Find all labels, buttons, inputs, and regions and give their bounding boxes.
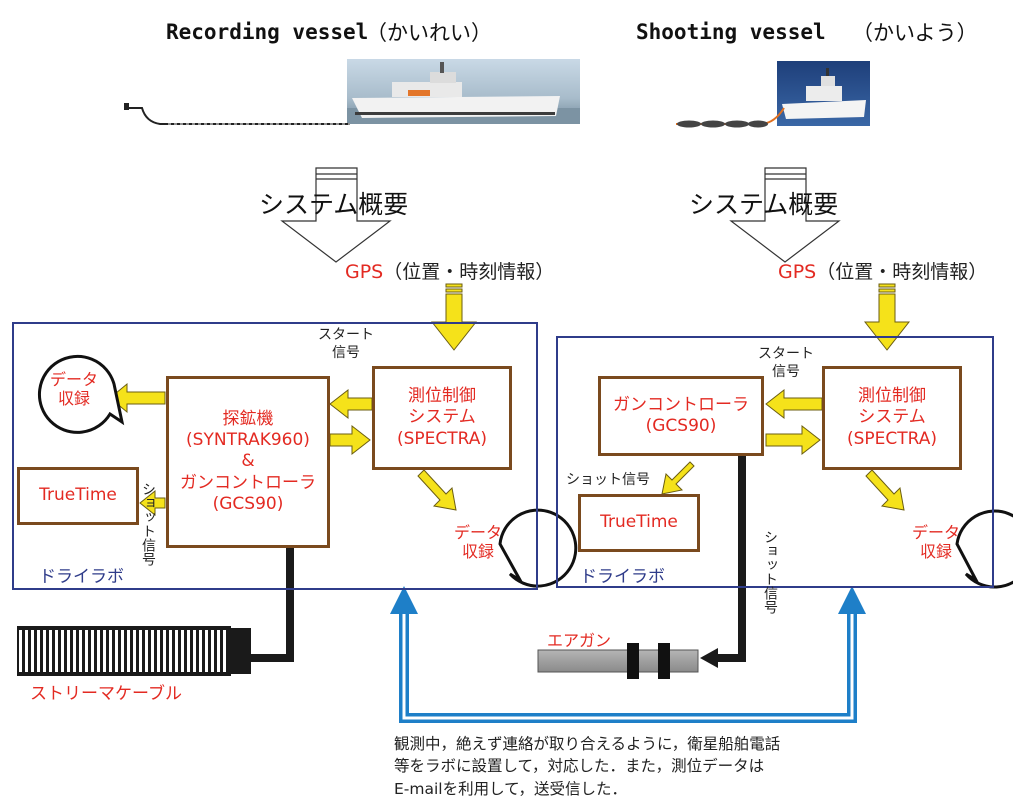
arrow-spectra-to-gun [765, 388, 823, 420]
overview-arrow-right [729, 167, 841, 263]
streamer-stripe [211, 630, 214, 672]
streamer-tow-line [124, 103, 350, 125]
streamer-stripe [25, 630, 28, 672]
arrow-spectra-to-data [417, 469, 457, 511]
shooting-vessel-photo [777, 61, 870, 126]
streamer-stripe [121, 630, 124, 672]
data-bubble-mid: データ 収録 [454, 523, 503, 562]
gps-text: GPS [778, 261, 817, 283]
streamer-stripe [91, 630, 94, 672]
airgun-label: エアガン [547, 631, 612, 650]
airgun-tow-array [676, 107, 785, 128]
start-signal-right: スタート 信号 [758, 346, 814, 381]
arrow-gun-to-spectra [765, 424, 821, 456]
truetime-box-left: TrueTime [17, 467, 139, 525]
communication-link [390, 586, 866, 723]
overview-header-left: システム概要 [259, 190, 409, 219]
drylab-left-label: ドライラボ [39, 567, 124, 587]
streamer-stripe [205, 630, 208, 672]
streamer-stripe [163, 630, 166, 672]
streamer-stripe [139, 630, 142, 672]
streamer-stripe [109, 630, 112, 672]
streamer-stripe [151, 630, 154, 672]
streamer-stripe [133, 630, 136, 672]
recording-vessel-title: Recording vessel [166, 20, 369, 44]
streamer-stripe [67, 630, 70, 672]
streamer-stripe [31, 630, 34, 672]
streamer-stripe [103, 630, 106, 672]
airgun-graphic [537, 643, 699, 679]
arrow-main-to-truetime [139, 489, 166, 517]
arrow-spectra-to-main [329, 388, 373, 420]
shot-signal-vertical: ショット信号 [762, 530, 778, 614]
streamer-stripe [223, 630, 226, 672]
overview-arrow-left [280, 167, 392, 263]
data-bubble-left-shape [38, 354, 125, 434]
gps-label-left: GPS（位置・時刻情報） [345, 257, 554, 284]
streamer-stripe [157, 630, 160, 672]
drylab-right-label: ドライラボ [580, 567, 665, 587]
data-bubble-left: データ 収録 [50, 370, 99, 409]
spectra-box-right: 測位制御 システム (SPECTRA) [822, 366, 962, 470]
communication-note: 観測中，絶えず連絡が取り合えるように，衛星船舶電話 等をラボに設置して，対応した… [394, 735, 781, 798]
gun-controller-box: ガンコントローラ (GCS90) [598, 376, 764, 456]
streamer-label: ストリーマケーブル [30, 684, 182, 704]
streamer-stripe [19, 630, 22, 672]
streamer-stripe [97, 630, 100, 672]
streamer-stripe [193, 630, 196, 672]
shot-signal-cable-line [700, 456, 746, 668]
streamer-stripe [169, 630, 172, 672]
syntrak-gcs-box: 探鉱機 (SYNTRAK960) & ガンコントローラ (GCS90) [166, 376, 330, 548]
streamer-stripe [217, 630, 220, 672]
streamer-stripe [49, 630, 52, 672]
data-bubble-right: データ 収録 [912, 523, 961, 562]
shot-signal-left: ショット信号 [140, 482, 156, 566]
arrow-main-to-spectra [329, 424, 371, 456]
shooting-vessel-title: Shooting vessel [636, 20, 826, 44]
shot-signal-right: ショット信号 [566, 472, 650, 488]
streamer-stripe [115, 630, 118, 672]
streamer-stripe [43, 630, 46, 672]
streamer-stripe [127, 630, 130, 672]
drylab-right [556, 336, 994, 588]
shooting-vessel-name: （かいよう） [852, 21, 978, 45]
truetime-box-right: TrueTime [578, 494, 700, 552]
streamer-stripe [61, 630, 64, 672]
overview-header-right: システム概要 [689, 190, 839, 219]
streamer-stripe [79, 630, 82, 672]
streamer-stripe [85, 630, 88, 672]
streamer-stripe [37, 630, 40, 672]
drylab-left [12, 322, 538, 590]
streamer-stripe [73, 630, 76, 672]
recording-vessel-name: （かいれい） [366, 21, 492, 45]
gps-info-text: （位置・時刻情報） [383, 261, 555, 283]
streamer-stripe [175, 630, 178, 672]
streamer-stripe [145, 630, 148, 672]
gps-info-text: （位置・時刻情報） [816, 261, 988, 283]
streamer-cable-graphic [17, 626, 251, 676]
data-bubble-right-shape [955, 509, 1013, 589]
start-signal-left: スタート 信号 [318, 327, 374, 362]
gps-text: GPS [345, 261, 384, 283]
arrow-gun-to-truetime [661, 461, 695, 495]
streamer-stripe [181, 630, 184, 672]
streamer-cable-line [248, 548, 294, 662]
streamer-stripe [199, 630, 202, 672]
streamer-stripe [187, 630, 190, 672]
spectra-box-left: 測位制御 システム (SPECTRA) [372, 366, 512, 470]
recording-vessel-photo [347, 59, 580, 124]
streamer-stripe [55, 630, 58, 672]
arrow-spectra-to-data-right [865, 469, 905, 511]
gps-label-right: GPS（位置・時刻情報） [778, 257, 987, 284]
